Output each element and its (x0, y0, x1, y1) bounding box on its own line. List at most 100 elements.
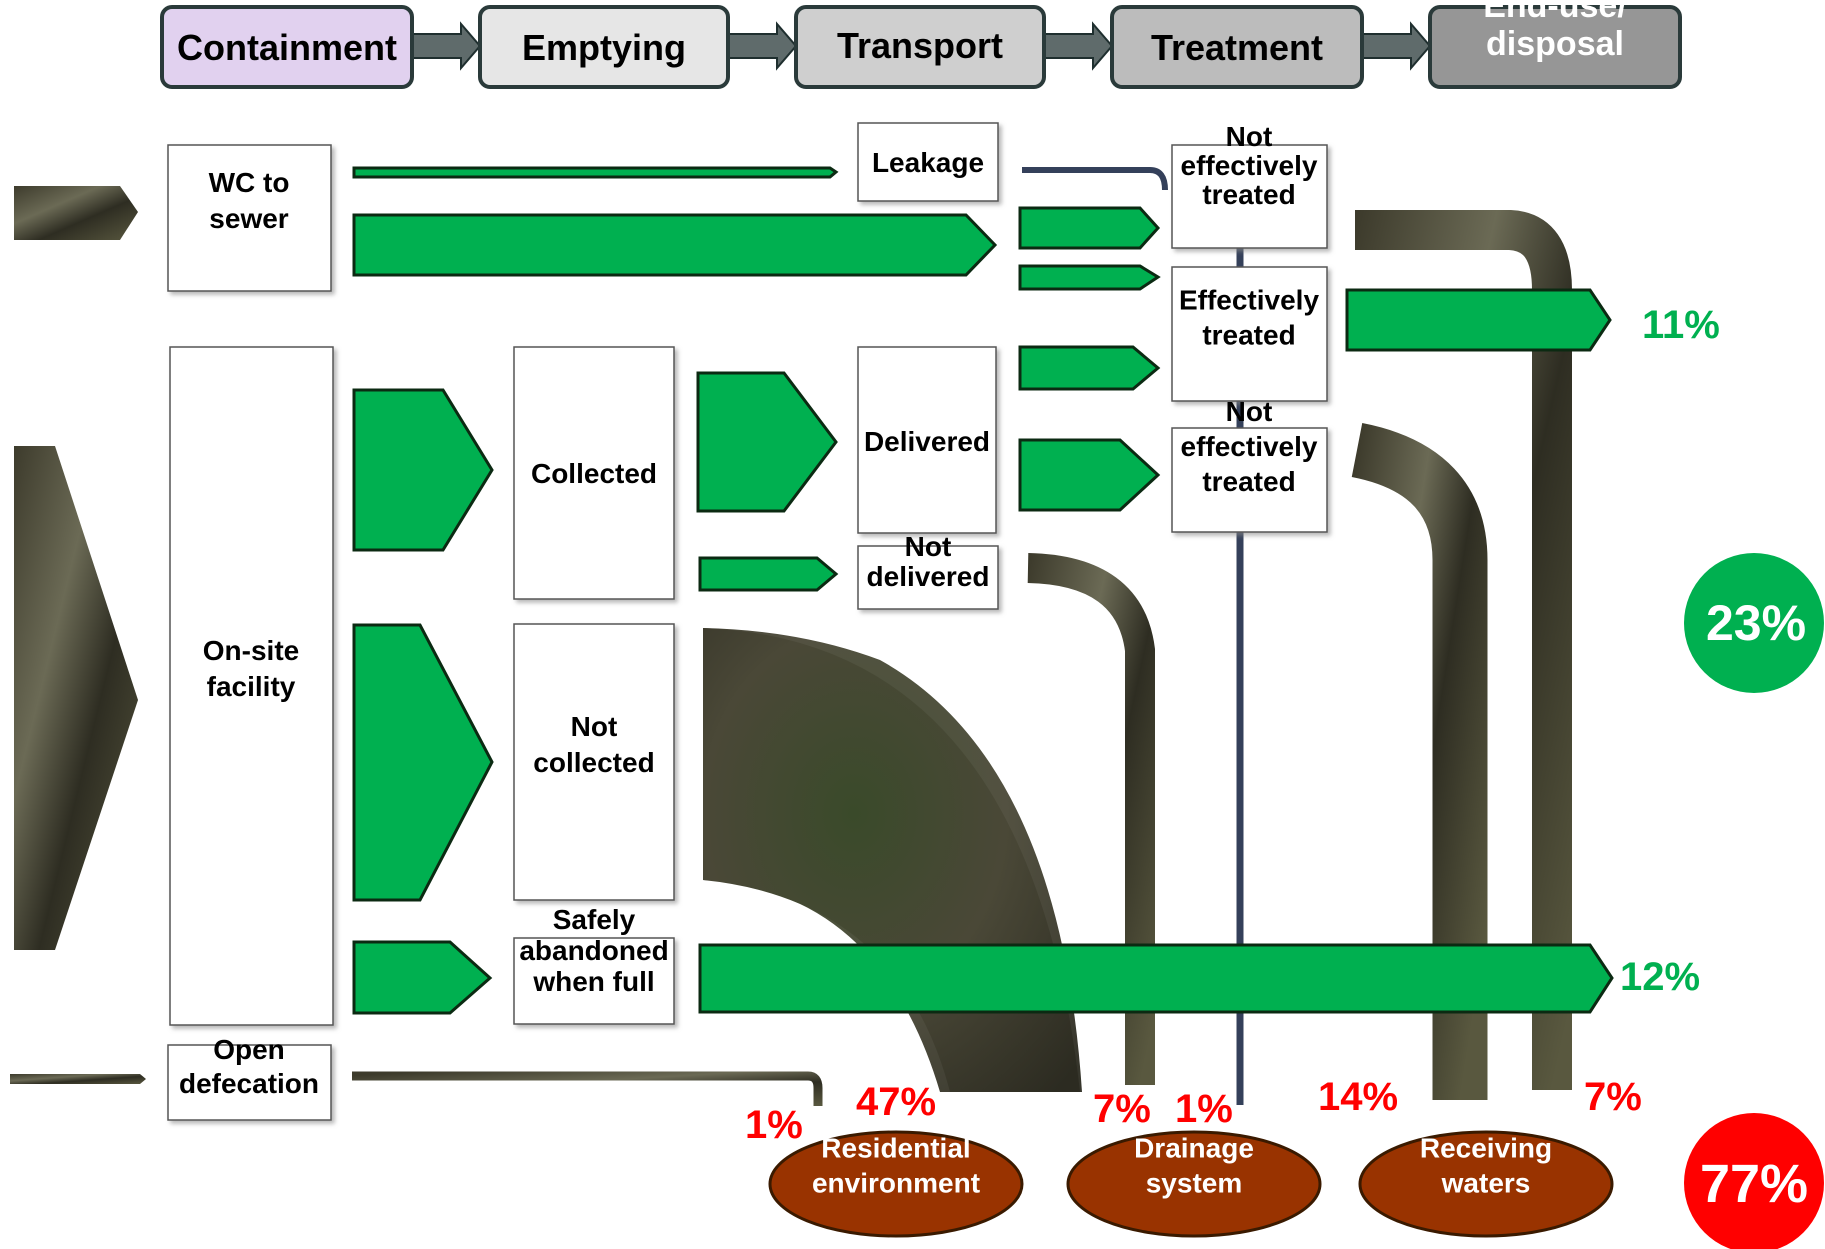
label-effectively-treated-line: Effectively (1179, 285, 1319, 316)
stage-label-containment: Containment (177, 27, 397, 68)
flow-delivered-to-treated (1018, 345, 1161, 391)
label-leakage-line: Leakage (872, 147, 984, 178)
box-not-delivered (857, 545, 999, 610)
label-delivered: Delivered (864, 426, 990, 457)
stage-label-transport: Transport (837, 25, 1003, 66)
flow-collected-to-not-delivered (698, 556, 839, 592)
input-arrow-onsite (14, 446, 138, 950)
box-collected (513, 346, 675, 600)
total-safe-circle (1684, 553, 1824, 693)
flow-onsite-to-not-collected (352, 623, 494, 902)
label-safely-abandoned-line: Safely (553, 904, 636, 935)
stage-arrow-1 (410, 21, 482, 71)
flow-treated-to-end-use (1345, 288, 1612, 352)
flow-fs-untreated-receiving (1351, 423, 1488, 1100)
box-delivered (857, 346, 997, 534)
box-not-effectively-treated-sewer (1171, 144, 1328, 249)
label-open-defecation-line: Open (213, 1034, 285, 1065)
label-not-delivered-line: delivered (867, 561, 990, 592)
pct-fs-untreated: 14% (1318, 1075, 1398, 1119)
pct-safely-abandoned: 12% (1620, 955, 1700, 999)
total-safe-pct: 23% (1706, 595, 1806, 651)
pct-effectively-treated: 11% (1642, 303, 1720, 347)
label-drainage-system: Drainage system (1134, 1133, 1254, 1199)
label-leakage: Leakage (872, 147, 984, 178)
box-effectively-treated (1171, 266, 1328, 402)
destination-drainage-system (1066, 1130, 1322, 1238)
label-wc-to-sewer-line: sewer (209, 203, 288, 234)
box-not-collected (513, 623, 675, 901)
flow-sewer-to-treated (1018, 264, 1161, 291)
label-collected-line: Collected (531, 458, 657, 489)
stage-end-use-disposal (1428, 5, 1682, 89)
stage-label-end-use-disposal-line: End-use/ (1483, 0, 1627, 25)
stage-header: Containment Emptying Transport Treatment… (160, 0, 1682, 89)
label-open-defecation-line: defecation (179, 1068, 319, 1099)
safe-flows (352, 166, 1614, 1015)
label-onsite-facility-line: facility (207, 671, 296, 702)
label-not-effectively-treated-fs-line: effectively (1181, 431, 1318, 462)
label-residential-environment-line: Residential (821, 1133, 970, 1164)
label-collected: Collected (531, 458, 657, 489)
label-onsite-facility: On-site facility (203, 635, 299, 702)
label-not-collected-line: Not (571, 711, 618, 742)
destination-residential-environment (768, 1130, 1024, 1238)
flow-wc-sewer (352, 213, 998, 277)
flow-collected-to-delivered (696, 371, 838, 513)
label-effectively-treated-line: treated (1202, 320, 1295, 351)
flow-sewer-to-not-treated (1018, 206, 1161, 250)
content-boxes (167, 122, 1328, 1121)
pct-sewer-untreated: 7% (1584, 1075, 1642, 1119)
label-drainage-system-line: Drainage (1134, 1133, 1254, 1164)
label-residential-environment-line: environment (812, 1168, 980, 1199)
total-unsafe-circle (1684, 1113, 1824, 1249)
stage-emptying (478, 5, 730, 89)
label-safely-abandoned-line: abandoned (519, 935, 668, 966)
flow-wc-leakage (352, 166, 839, 179)
stage-label-emptying: Emptying (522, 27, 686, 68)
totals: 23% 77% (1684, 553, 1824, 1249)
label-not-effectively-treated-sewer-line: Not (1226, 121, 1273, 152)
stage-containment (160, 5, 414, 89)
flow-onsite-to-abandoned (352, 940, 493, 1015)
stage-connectors (410, 21, 1432, 71)
stage-treatment (1110, 5, 1364, 89)
label-residential-environment: Residential environment (812, 1133, 980, 1199)
label-delivered-line: Delivered (864, 426, 990, 457)
label-not-effectively-treated-sewer-line: effectively (1181, 150, 1318, 181)
flow-not-collected-residential-body (703, 628, 1082, 1092)
label-drainage-system-line: system (1146, 1168, 1243, 1199)
stage-transport (794, 5, 1046, 89)
label-not-effectively-treated-fs: Not effectively treated (1181, 396, 1318, 497)
label-not-effectively-treated-fs-line: treated (1202, 466, 1295, 497)
flow-delivered-to-not-treated (1018, 438, 1161, 512)
pct-residential: 47% (856, 1080, 936, 1124)
box-leakage (857, 122, 999, 202)
stage-label-end-use-disposal-line: disposal (1486, 25, 1624, 63)
flow-sewer-untreated-receiving (1355, 210, 1572, 1090)
stage-arrow-3 (1042, 21, 1114, 71)
label-receiving-waters-line: Receiving (1420, 1133, 1552, 1164)
box-onsite-facility (169, 346, 334, 1026)
label-onsite-facility-line: On-site (203, 635, 299, 666)
flow-abandoned-to-end-use (698, 943, 1614, 1014)
flow-leakage-drainage (1022, 167, 1168, 191)
pct-open-defecation: 1% (745, 1103, 803, 1147)
flow-open-defecation-residential (352, 1071, 823, 1106)
input-arrow-wc (14, 186, 138, 240)
flow-not-delivered-drainage (1027, 553, 1155, 1085)
label-not-effectively-treated-sewer-line: treated (1202, 179, 1295, 210)
safe-percentages: 11% 12% (1620, 303, 1720, 999)
stage-arrow-4 (1360, 21, 1432, 71)
label-not-effectively-treated-fs-line: Not (1226, 396, 1273, 427)
unsafe-percentages: 1% 47% 7% 1% 14% 7% (745, 1075, 1642, 1147)
box-open-defecation (167, 1044, 332, 1121)
destination-receiving-waters (1358, 1130, 1614, 1238)
